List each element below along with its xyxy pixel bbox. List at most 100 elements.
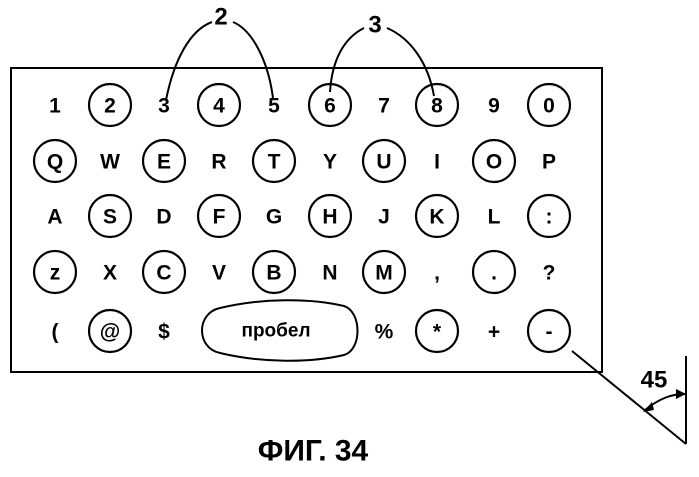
key-rows.2.5: H [309, 195, 351, 237]
key-rows.3.6: M [363, 251, 405, 293]
key-label: I [434, 151, 440, 174]
key-rows.2.6: J [378, 206, 390, 229]
key-label: z [50, 262, 61, 285]
key-label: X [103, 262, 117, 285]
key-rows.2.8: L [488, 206, 501, 229]
key-label: ? [543, 262, 556, 285]
key-rows.3.0: z [34, 251, 76, 293]
leader-line-3-left [330, 28, 364, 92]
key-label: C [156, 262, 171, 285]
key-label: 7 [378, 95, 390, 118]
key-rows.1.8: O [473, 140, 515, 182]
key-rows.3.8: . [473, 251, 515, 293]
key-label: 2 [104, 95, 116, 118]
key-bottom_row.0: ( [52, 321, 59, 344]
key-label: T [268, 151, 281, 174]
key-rows.0.7: 8 [416, 84, 458, 126]
key-label: % [375, 321, 394, 344]
key-rows.0.3: 4 [198, 84, 240, 126]
key-label: U [376, 151, 391, 174]
key-label: 5 [268, 95, 280, 118]
key-label: @ [100, 321, 120, 344]
key-rows.3.9: ? [543, 262, 556, 285]
key-rows.0.4: 5 [268, 95, 280, 118]
key-bottom_row.2: $ [158, 321, 170, 344]
angle-arrowhead-left [643, 402, 654, 412]
key-label: J [378, 206, 390, 229]
key-rows.1.7: I [434, 151, 440, 174]
key-label: P [542, 151, 556, 174]
key-rows.1.9: P [542, 151, 556, 174]
key-label: L [488, 206, 501, 229]
key-rows.2.9: : [528, 195, 570, 237]
key-rows.2.7: K [416, 195, 458, 237]
key-rows.2.0: A [47, 206, 62, 229]
key-label: 3 [158, 95, 170, 118]
key-label: 1 [49, 95, 61, 118]
key-label: 9 [488, 95, 500, 118]
key-label: N [322, 262, 337, 285]
key-label: , [434, 262, 440, 285]
key-bottom_row.5: + [488, 321, 500, 344]
key-label: H [322, 206, 337, 229]
key-label: ( [52, 321, 59, 344]
key-label: W [100, 151, 120, 174]
key-rows.0.1: 2 [89, 84, 131, 126]
key-label: + [488, 321, 500, 344]
key-rows.2.2: D [156, 206, 171, 229]
key-rows.1.1: W [100, 151, 120, 174]
key-rows.1.3: R [211, 151, 226, 174]
key-rows.2.1: S [89, 195, 131, 237]
key-label: B [266, 262, 281, 285]
key-rows.1.6: U [363, 140, 405, 182]
key-rows.1.0: Q [34, 140, 76, 182]
key-rows.3.7: , [434, 262, 440, 285]
angle-arrowhead-right [676, 389, 686, 399]
key-label: O [486, 151, 502, 174]
space-bar-label: пробел [241, 321, 310, 342]
key-label: K [429, 206, 444, 229]
key-rows.1.4: T [253, 140, 295, 182]
angle-label: 45 [641, 367, 668, 394]
key-rows.3.4: B [253, 251, 295, 293]
key-bottom_row.1: @ [89, 310, 131, 352]
key-rows.0.6: 7 [378, 95, 390, 118]
reference-numeral-3: 3 [368, 12, 381, 39]
key-label: . [491, 262, 497, 285]
key-rows.2.3: F [198, 195, 240, 237]
key-rows.3.1: X [103, 262, 117, 285]
key-label: $ [158, 321, 170, 344]
leader-line-2-right [233, 22, 273, 98]
key-rows.3.5: N [322, 262, 337, 285]
key-label: Q [47, 151, 63, 174]
key-label: F [213, 206, 226, 229]
key-label: 4 [213, 95, 225, 118]
keys-layer: 1 2 3 4 5 6 7 8 9 0Q W E R T Y U I O P A S D F G H J K L: z X C V B N M,.?… [34, 84, 570, 352]
key-rows.0.9: 0 [528, 84, 570, 126]
figure-caption: ФИГ. 34 [258, 435, 369, 468]
key-label: E [157, 151, 171, 174]
key-label: 0 [543, 95, 555, 118]
key-rows.3.2: C [143, 251, 185, 293]
key-label: M [375, 262, 393, 285]
key-rows.1.5: Y [323, 151, 337, 174]
key-rows.1.2: E [143, 140, 185, 182]
key-rows.3.3: V [212, 262, 226, 285]
key-label: Y [323, 151, 337, 174]
key-rows.0.0: 1 [49, 95, 61, 118]
key-bottom_row.4: * [416, 310, 458, 352]
key-label: R [211, 151, 226, 174]
key-label: * [433, 321, 442, 344]
key-label: 8 [431, 95, 443, 118]
key-rows.0.8: 9 [488, 95, 500, 118]
key-label: G [266, 206, 282, 229]
key-rows.2.4: G [266, 206, 282, 229]
key-label: S [103, 206, 117, 229]
key-label: - [546, 321, 553, 344]
key-label: 6 [324, 95, 336, 118]
key-label: : [546, 206, 553, 229]
key-label: V [212, 262, 226, 285]
reference-numeral-2: 2 [214, 4, 227, 31]
key-label: D [156, 206, 171, 229]
